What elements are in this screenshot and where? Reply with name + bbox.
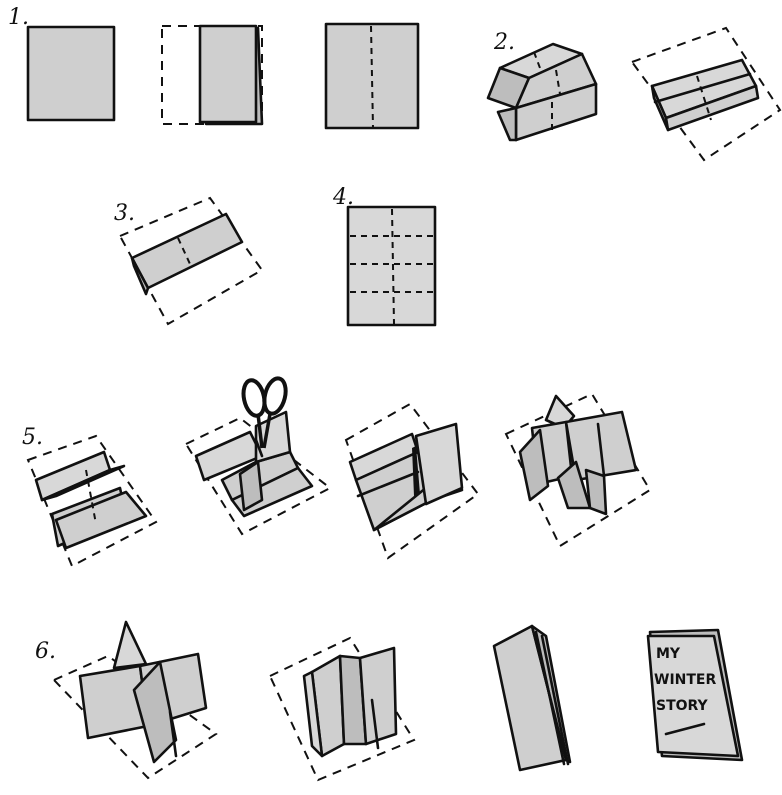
step-1-label: 1. [8,5,29,30]
step-6-star-standing [54,622,216,778]
step-3-label: 3. [114,201,135,226]
step-2-zigzag-fold [488,44,596,140]
step-1-unfolded-crease [326,24,418,128]
step-5-cut-with-scissors [186,376,330,534]
step-3-half-fold [120,198,262,324]
step-5-label: 5. [22,425,43,450]
step-2-folded-strip [632,28,780,160]
step-1-fold-in-half [162,26,262,124]
step-4-crease-grid [348,207,435,325]
step-1-sheet [28,27,114,120]
step-6-closed-booklet [494,626,570,770]
step-5-accordion-fold [28,436,156,566]
finished-book-cover: MY WINTER STORY [648,630,742,760]
step-5-star-shape [506,394,650,546]
step-5-slit-opened [346,404,478,558]
cover-title-line-1: MY [656,646,681,662]
cover-title-line-3: STORY [656,698,709,714]
cover-title-line-2: WINTER [654,672,716,688]
step-6-label: 6. [35,639,56,664]
step-2-label: 2. [493,30,515,55]
step-6-book-pages-fanned [270,638,414,780]
